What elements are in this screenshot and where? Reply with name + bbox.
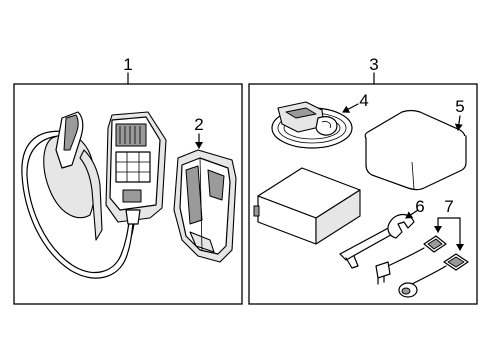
charging-cable (21, 130, 135, 279)
callout-7: 7 (444, 197, 453, 216)
callout-7-leader (434, 217, 464, 251)
callout-6: 6 (415, 197, 424, 216)
adapter-cable-upper (375, 235, 447, 285)
tool-wrench (339, 213, 415, 269)
charging-plug (43, 111, 103, 241)
callout-1: 1 (123, 55, 132, 74)
callout-4-leader (342, 103, 359, 113)
callout-3: 3 (369, 55, 378, 74)
small-box-rounded (364, 109, 467, 191)
group-1-frame (13, 72, 243, 305)
charger-unit (105, 111, 167, 235)
large-box (253, 167, 361, 245)
callout-2: 2 (194, 115, 203, 134)
cable-reel (271, 101, 353, 149)
group-3-frame (248, 72, 478, 305)
callout-6-leader (405, 209, 419, 219)
callout-4: 4 (359, 91, 368, 110)
charger-cover (173, 149, 237, 263)
callout-5-leader (454, 115, 463, 131)
adapter-cable-lower (398, 253, 469, 298)
callout-5: 5 (455, 97, 464, 116)
